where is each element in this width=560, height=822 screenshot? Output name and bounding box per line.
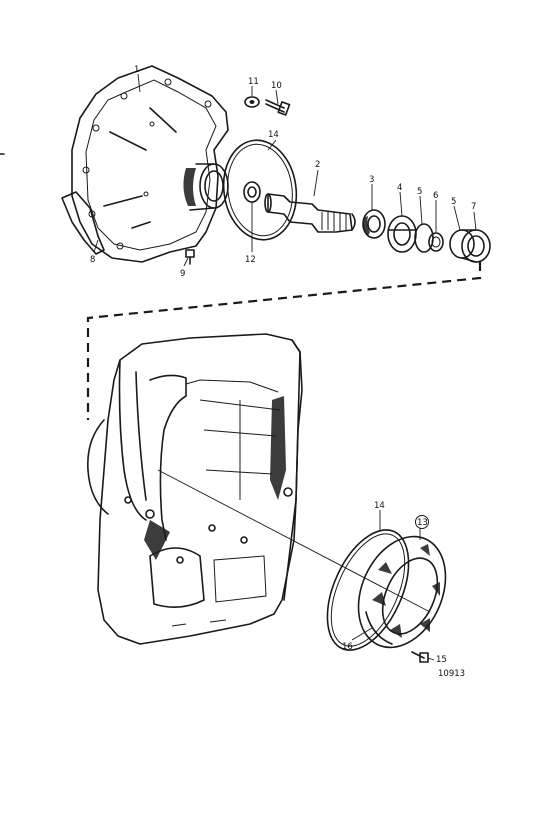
callout-13: 13	[417, 518, 428, 528]
bearing-3	[362, 209, 386, 239]
callout-labels: 1 2 3 4 5 5 6 7 8 9 10 11 12 13 14 14 15…	[90, 65, 476, 665]
callout-8: 8	[90, 255, 95, 265]
pilot-bearing	[243, 181, 261, 203]
washer	[244, 96, 260, 108]
rear-cover-13	[357, 535, 447, 649]
small-bolt-9	[185, 249, 195, 265]
callout-14b: 14	[374, 501, 385, 511]
callout-5b: 5	[451, 197, 456, 207]
callout-2: 2	[315, 160, 320, 170]
gearbox-housing	[87, 333, 303, 645]
callout-10: 10	[271, 81, 282, 91]
guide-line	[157, 469, 431, 613]
callout-1: 1	[134, 65, 139, 75]
callout-15: 15	[436, 655, 447, 665]
figure-reference-number: 10913	[438, 669, 465, 679]
callout-7: 7	[471, 202, 476, 212]
callout-5a: 5	[417, 187, 422, 197]
sealing-ring-bottom	[326, 529, 410, 651]
callout-4: 4	[397, 183, 402, 193]
callout-11: 11	[248, 77, 259, 87]
callout-9: 9	[180, 269, 185, 279]
callout-13-circle	[415, 515, 429, 529]
callout-6: 6	[433, 191, 438, 201]
callout-14a: 14	[268, 130, 279, 140]
seal-housing-4	[387, 215, 417, 253]
sealing-ring-top	[222, 139, 298, 241]
housing-bolt	[265, 99, 291, 116]
callout-16: 16	[342, 642, 353, 652]
callout-12: 12	[245, 255, 256, 265]
flywheel-housing	[61, 65, 229, 263]
coupling-flange-7	[449, 229, 491, 263]
assembly-connection-line	[86, 262, 482, 420]
input-shaft	[264, 193, 356, 233]
cover-bolt-15	[411, 651, 429, 663]
callout-3: 3	[369, 175, 374, 185]
snap-ring-6	[428, 232, 444, 252]
leader-lines	[93, 73, 477, 661]
